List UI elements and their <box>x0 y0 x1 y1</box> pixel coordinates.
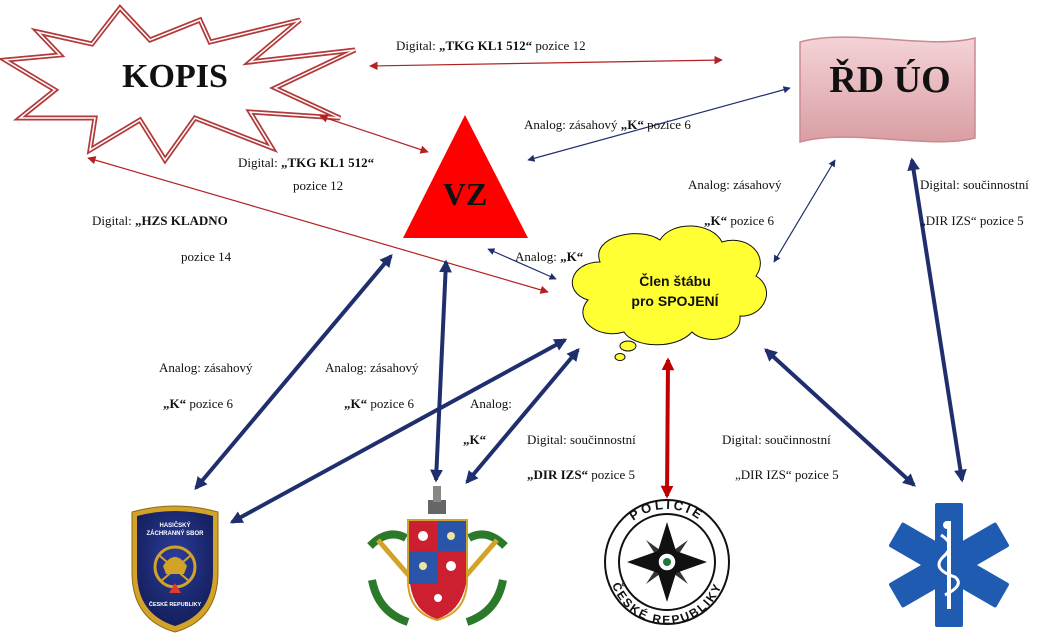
rd-uo-title: ŘD ÚO <box>829 59 951 101</box>
label-vz-clen: Analog: „K“ <box>515 249 584 264</box>
rd-uo-node <box>799 36 976 143</box>
kopis-node <box>0 4 357 165</box>
label-hzs-line1: Analog: zásahový <box>159 360 253 375</box>
hzs-logo-line3: ČESKÉ REPUBLIKY <box>149 600 202 608</box>
hzs-logo-line1: HASIČSKÝ <box>159 522 190 529</box>
arrow-kopis-clen <box>87 156 549 294</box>
arrow-kopis-vz <box>319 114 429 154</box>
label-rd-zzs-line2: „DIR IZS“ pozice 5 <box>920 213 1024 228</box>
label-kopis-clen-line1: Digital: „HZS KLADNO <box>92 213 228 228</box>
hzs-logo-line2: ZÁCHRANNÝ SBOR <box>147 530 205 537</box>
label-kopis-vz-line1: Digital: „TKG KL1 512“ <box>238 155 375 170</box>
arrow-vz-rd <box>527 86 791 162</box>
label-kopis-rd: Digital: „TKG KL1 512“ pozice 12 <box>396 38 586 53</box>
arrow-kopis-rd <box>369 55 723 71</box>
label-police-line2: „DIR IZS“ pozice 5 <box>527 467 635 482</box>
arrow-clen-police <box>660 357 675 499</box>
police-logo: POLICIE ČESKÉ REPUBLIKY <box>604 497 730 627</box>
star-of-life-icon <box>889 503 1009 627</box>
arrow-clen-zzs <box>764 348 916 487</box>
vz-title: VZ <box>442 176 488 212</box>
label-zzs-line2: „DIR IZS“ pozice 5 <box>735 467 839 482</box>
label-rd-clen-line1: Analog: zásahový <box>688 177 782 192</box>
label-clen-sh-line1: Analog: <box>470 396 512 411</box>
arrow-rd-clen <box>773 159 836 263</box>
label-police-line1: Digital: součinnostní <box>527 432 636 447</box>
clen-stabu-line1: Člen štábu <box>639 273 711 289</box>
hzs-logo: HASIČSKÝ ZÁCHRANNÝ SBOR ČESKÉ REPUBLIKY <box>131 505 219 633</box>
label-kopis-vz-line2: pozice 12 <box>293 178 344 193</box>
label-hzs-line2: „K“ pozice 6 <box>163 396 234 411</box>
label-kopis-clen-line2: pozice 14 <box>181 249 232 264</box>
label-zzs-line1: Digital: součinnostní <box>722 432 831 447</box>
label-rd-clen-line2: „K“ pozice 6 <box>704 213 775 228</box>
label-vz-rd: Analog: zásahový „K“ pozice 6 <box>524 117 691 132</box>
arrow-vz-clen <box>487 248 557 280</box>
clen-stabu-line2: pro SPOJENÍ <box>631 293 719 309</box>
state-coat-of-arms-icon <box>367 486 508 626</box>
kopis-title: KOPIS <box>122 58 228 95</box>
label-clen-sh-line2: „K“ <box>463 432 487 447</box>
label-sh-line2: „K“ pozice 6 <box>344 396 415 411</box>
arrow-rd-zzs <box>907 157 967 483</box>
label-sh-line1: Analog: zásahový <box>325 360 419 375</box>
arrow-clen-sh <box>465 348 580 484</box>
label-rd-zzs-line1: Digital: součinnostní <box>920 177 1029 192</box>
clen-stabu-title: Člen štábu pro SPOJENÍ <box>600 271 750 311</box>
clen-stabu-node <box>571 225 768 361</box>
arrow-vz-sh <box>430 259 452 483</box>
